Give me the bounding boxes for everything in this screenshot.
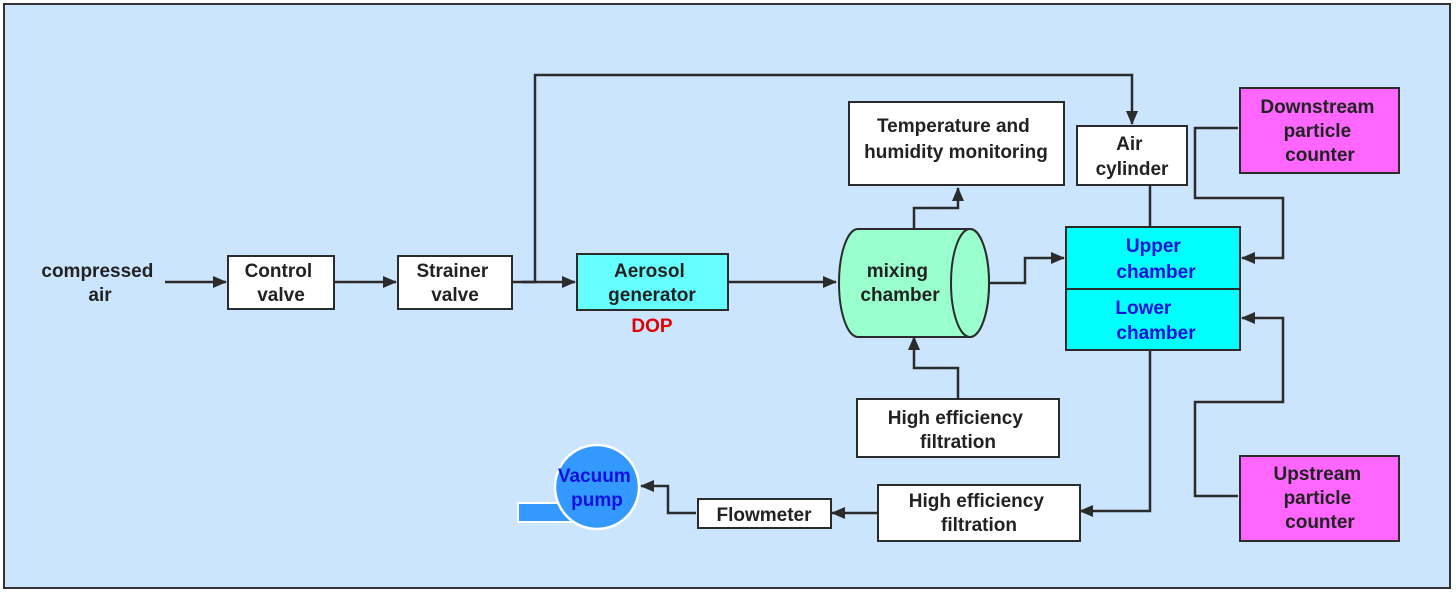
arrow-lower-to-hef-bottom: [1079, 350, 1152, 517]
mixing-chamber-cylinder: mixing chamber: [838, 228, 990, 338]
temperature-humidity-box: Temperature and humidity monitoring: [848, 101, 1065, 186]
arrow-upstream-to-lower: [1193, 312, 1285, 498]
upstream-particle-counter-box: Upstream particle counter: [1239, 455, 1400, 542]
svg-text:High efficiency filtrati: High efficiency filtration: [909, 491, 1049, 536]
lower-chamber-label: Lower chamber: [1115, 298, 1196, 344]
svg-text:High efficiency filtrati: High efficiency filtration: [888, 408, 1028, 453]
svg-text:Aerosol generator: Aerosol generator: [608, 261, 696, 306]
compressed-air-label: compressed air: [41, 261, 158, 306]
strainer-valve-box: Strainer valve: [397, 255, 513, 310]
high-efficiency-filtration-box-outlet: High efficiency filtration: [877, 484, 1081, 542]
arrow-mixing-to-upper-chamber: [990, 252, 1065, 285]
connectors: [165, 73, 1285, 519]
vacuum-pump-label: Vacuum pump: [558, 466, 636, 511]
upper-chamber-label: Upper chamber: [1116, 236, 1196, 283]
arrow-downstream-to-upper: [1193, 126, 1285, 264]
arrow-mixing-to-temperature: [912, 187, 964, 228]
air-cylinder-box: Air cylinder: [1076, 125, 1188, 186]
control-valve-box: Control valve: [227, 255, 335, 310]
svg-text:Strainer valve: Strainer valve: [416, 261, 493, 306]
flowmeter-box: Flowmeter: [697, 498, 832, 529]
test-chamber: Upper chamber Lower chamber: [1065, 226, 1241, 351]
svg-text:mixing chamber: mixing chamber: [860, 261, 940, 306]
arrow-filtration-to-mixing: [908, 336, 960, 398]
vacuum-pump: Vacuum pump: [517, 443, 641, 531]
svg-text:Upstream particle: Upstream particle counter: [1274, 464, 1367, 533]
svg-text:Control valve: Control valve: [245, 261, 318, 306]
svg-text:Flowmeter: Flowmeter: [716, 505, 812, 526]
arrow-flowmeter-to-pump: [640, 480, 696, 515]
dop-label: DOP: [631, 316, 673, 337]
arrow-bypass-to-air-cylinder: [522, 73, 1138, 284]
svg-text:Temperature and humidity: Temperature and humidity monitoring: [864, 116, 1048, 163]
high-efficiency-filtration-box-mixer: High efficiency filtration: [856, 398, 1060, 458]
downstream-particle-counter-box: Downstream particle counter: [1239, 87, 1400, 174]
aerosol-generator-box: Aerosol generator: [576, 253, 729, 311]
svg-text:Air cylinder: Air cylinder: [1096, 134, 1169, 180]
svg-text:Downstream particle: Downstream particle counter: [1260, 97, 1379, 166]
